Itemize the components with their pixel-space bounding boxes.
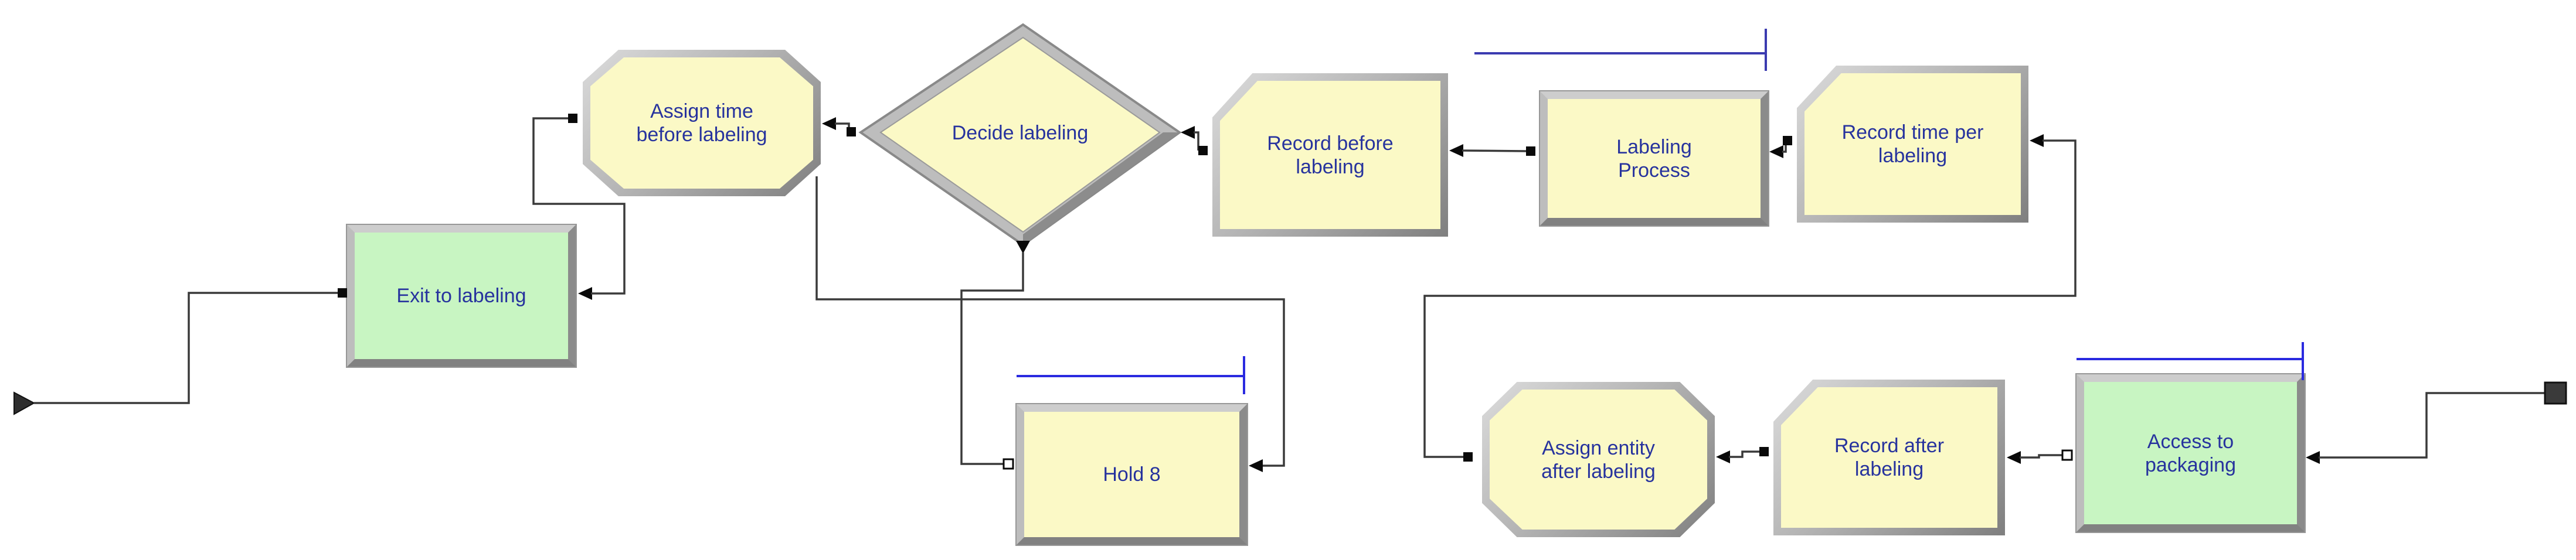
arrowhead-marker bbox=[1016, 241, 1030, 254]
port-square-marker bbox=[1463, 452, 1473, 462]
module-label: Exit to labeling bbox=[396, 285, 526, 307]
port-square-marker bbox=[1198, 146, 1208, 155]
connector-line bbox=[2020, 454, 2062, 459]
module-exit-to-labeling[interactable]: Exit to labeling bbox=[346, 224, 577, 368]
start-triangle-icon bbox=[13, 391, 36, 415]
arrowhead-marker bbox=[1769, 145, 1783, 158]
connector-line bbox=[1194, 131, 1199, 151]
module-decide-labeling-label[interactable]: Decide labeling bbox=[951, 122, 1089, 144]
connector-line bbox=[835, 122, 850, 133]
module-record-before-labeling[interactable]: Record before labeling bbox=[1212, 73, 1448, 237]
arrowhead-marker bbox=[1181, 126, 1195, 139]
module-label: Access to packaging bbox=[2145, 430, 2236, 476]
connector-line bbox=[1729, 450, 1759, 458]
module-label: Hold 8 bbox=[1103, 463, 1161, 486]
arrowhead-marker bbox=[1249, 459, 1263, 472]
queue-line-hold-8[interactable] bbox=[1017, 356, 1245, 394]
connector-line bbox=[34, 292, 338, 404]
module-label: Record before labeling bbox=[1267, 132, 1394, 178]
port-square-marker bbox=[1783, 136, 1792, 145]
module-assign-time-before-labeling[interactable]: Assign time before labeling bbox=[583, 50, 821, 196]
module-record-time-per-labeling[interactable]: Record time per labeling bbox=[1797, 66, 2028, 223]
decide-diamond-bevel-shade bbox=[1023, 132, 1180, 245]
connector-line bbox=[2319, 392, 2545, 459]
module-hold-8[interactable]: Hold 8 bbox=[1015, 403, 1248, 546]
arrowhead-marker bbox=[2030, 134, 2044, 147]
module-labeling-process[interactable]: Labeling Process bbox=[1539, 90, 1769, 227]
connector-line bbox=[1782, 139, 1787, 153]
module-access-to-packaging[interactable]: Access to packaging bbox=[2075, 373, 2306, 533]
connector-assign-entity-to-record-after[interactable] bbox=[1716, 447, 1769, 463]
module-label: Record after labeling bbox=[1834, 435, 1945, 480]
module-label: Assign entity after labeling bbox=[1541, 436, 1656, 483]
port-square-marker bbox=[847, 127, 856, 136]
arrowhead-marker bbox=[1716, 450, 1730, 463]
module-label: Assign time before labeling bbox=[636, 100, 767, 146]
connector-decide-to-record-before[interactable] bbox=[1181, 126, 1208, 155]
module-label: Record time per labeling bbox=[1841, 121, 1984, 167]
module-label: Labeling Process bbox=[1616, 135, 1692, 182]
arrowhead-marker bbox=[2306, 451, 2320, 464]
port-square-marker-hollow bbox=[1002, 458, 1014, 470]
connector-process-to-record-time[interactable] bbox=[1769, 136, 1792, 158]
port-square-marker bbox=[338, 288, 347, 298]
port-square-marker bbox=[568, 114, 577, 123]
module-assign-entity-after-labeling[interactable]: Assign entity after labeling bbox=[1482, 382, 1715, 537]
end-square-icon bbox=[2544, 381, 2567, 405]
arrowhead-marker bbox=[2007, 451, 2021, 464]
connector-access-to-end[interactable] bbox=[2306, 381, 2567, 464]
port-square-marker-hollow bbox=[2061, 449, 2073, 461]
arrowhead-marker bbox=[822, 117, 836, 130]
arrowhead-marker bbox=[1449, 144, 1463, 157]
queue-line-labeling-process[interactable] bbox=[1474, 29, 1767, 71]
module-record-after-labeling[interactable]: Record after labeling bbox=[1773, 380, 2005, 535]
connector-start-to-exit[interactable] bbox=[13, 288, 347, 415]
port-square-marker bbox=[1526, 146, 1535, 156]
connector-line bbox=[960, 252, 1024, 465]
connector-record-before-to-process[interactable] bbox=[1449, 144, 1535, 157]
port-square-marker bbox=[1759, 447, 1769, 456]
arrowhead-marker bbox=[578, 287, 592, 300]
connector-assign-to-decide[interactable] bbox=[822, 117, 856, 136]
connector-record-after-to-access[interactable] bbox=[2007, 449, 2073, 464]
